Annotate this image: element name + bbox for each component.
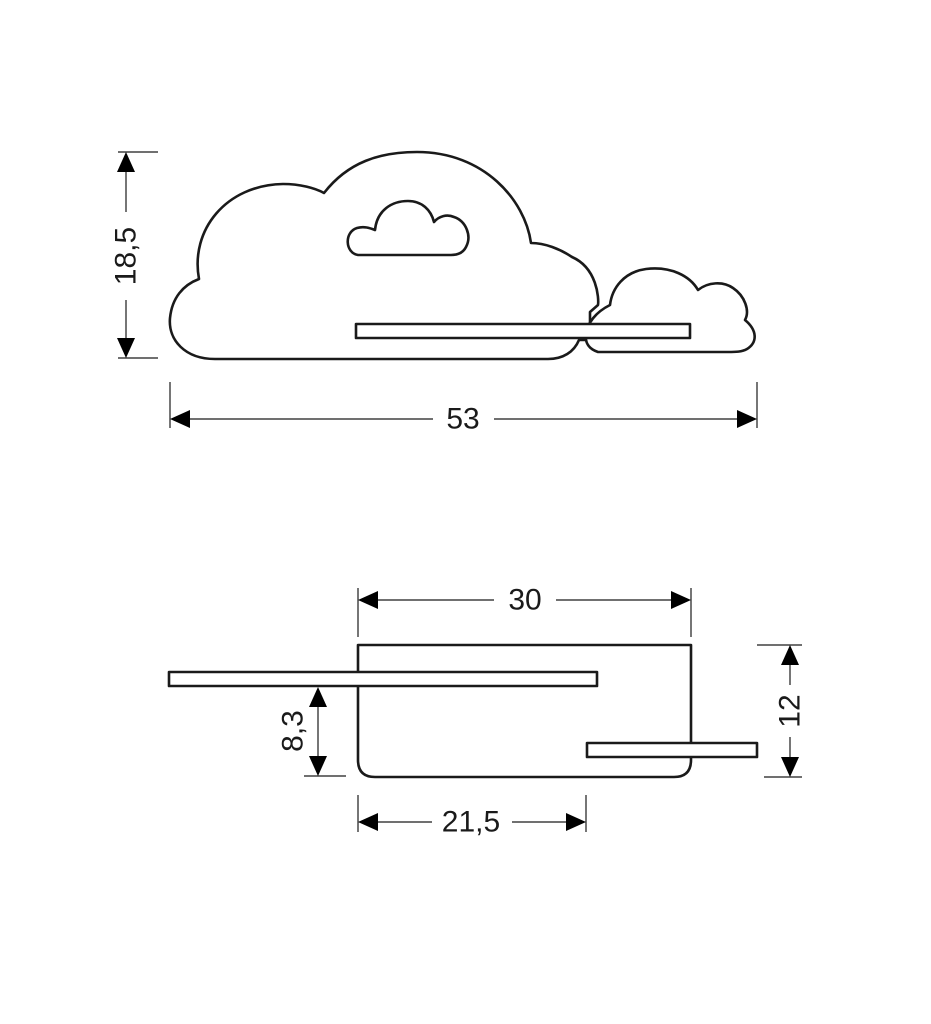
dim-depth-arrow-down [781,757,799,777]
dim-width-arrow-left [170,410,190,428]
small-cloud-outline [584,267,756,354]
cloud-cutout-outline [346,199,470,257]
front-view: 18,5 53 [110,150,758,436]
dim-depth-label: 12 [774,694,807,727]
front-shelf-bar [354,322,692,340]
dim-lower-width-arrow-right [566,813,586,831]
dim-width-label: 53 [446,403,479,436]
dim-depth-arrow-up [781,645,799,665]
top-lower-shelf [585,741,759,759]
dim-lower-width-label: 21,5 [442,806,500,839]
dim-shelf-height-arrow-up [309,687,327,707]
dim-width-arrow-right [737,410,757,428]
dim-box-width-arrow-left [358,591,378,609]
dim-height-arrow-up [117,152,135,172]
dim-shelf-height-label: 8,3 [277,710,310,752]
top-upper-shelf [167,670,599,688]
dim-box-width-label: 30 [508,584,541,617]
dim-height-arrow-down [117,338,135,358]
dim-lower-width-arrow-left [358,813,378,831]
top-view: 30 8,3 21,5 12 [167,584,807,839]
dim-box-width-arrow-right [671,591,691,609]
dim-height-label: 18,5 [110,227,143,285]
dim-shelf-height-arrow-down [309,756,327,776]
